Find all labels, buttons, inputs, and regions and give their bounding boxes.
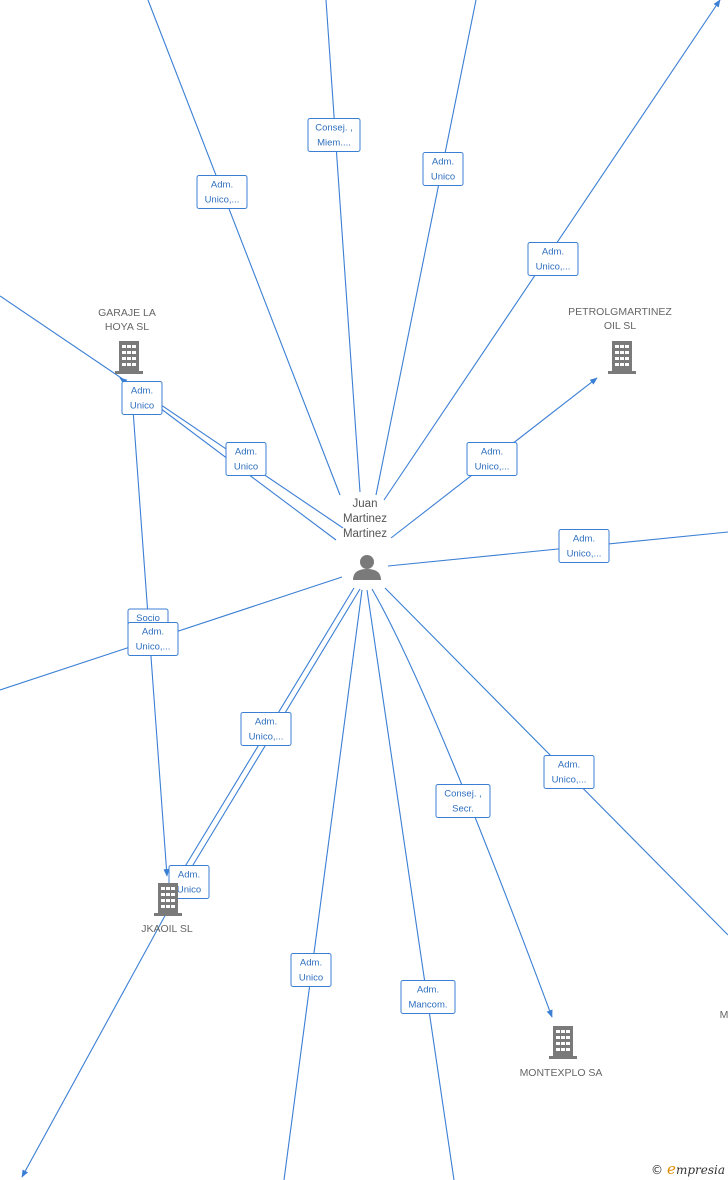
company-name-cut-right[interactable]: M <box>720 1009 728 1021</box>
logo-e: e <box>667 1160 676 1178</box>
edge-label-l10[interactable]: Adm. Unico,... <box>127 622 179 656</box>
edge-label-l16[interactable]: Adm. Mancom. <box>400 980 456 1014</box>
company-name-garaje[interactable]: GARAJE LA <box>98 307 156 319</box>
edge-label-text: Unico,... <box>136 642 171 653</box>
edge-label-l15[interactable]: Adm. Unico <box>290 953 332 987</box>
edge-label-l7[interactable]: Adm. Unico,... <box>466 442 518 476</box>
edge-label-l2[interactable]: Consej. , Miem.... <box>307 118 361 152</box>
edge-label-l3[interactable]: Adm. Unico <box>422 152 464 186</box>
edge-label-text: Adm. <box>131 386 153 397</box>
building-icon[interactable] <box>608 341 636 374</box>
edge-label-text: Unico,... <box>205 195 240 206</box>
edge <box>387 531 728 567</box>
edge-label-text: Unico,... <box>552 775 587 786</box>
building-icon[interactable] <box>154 883 182 916</box>
edge-label-text: Adm. <box>142 627 164 638</box>
edge-label-l1[interactable]: Adm. Unico,... <box>196 175 248 209</box>
edge-label-text: Unico <box>299 973 323 984</box>
company-name-jkaoil[interactable]: JKAOIL SL <box>141 923 193 935</box>
building-icon[interactable] <box>115 341 143 374</box>
edge-label-text: Adm. <box>417 985 439 996</box>
watermark-logo: ©empresia <box>651 1160 725 1178</box>
edge-label-text: Adm. <box>432 157 454 168</box>
edge <box>325 0 361 493</box>
company-name-petrol[interactable]: PETROLGMARTINEZ <box>568 306 672 318</box>
edge-label-text: Miem.... <box>317 138 351 149</box>
edge-label-text: Adm. <box>573 534 595 545</box>
edge-label-text: Unico <box>234 462 258 473</box>
edge-label-text: Unico <box>177 885 201 896</box>
building-icon[interactable] <box>549 1026 577 1059</box>
edge-label-l11[interactable]: Adm. Unico,... <box>240 712 292 746</box>
edge-label-text: Mancom. <box>408 1000 447 1011</box>
edge-label-l4[interactable]: Adm. Unico,... <box>527 242 579 276</box>
edge-label-text: Unico,... <box>249 732 284 743</box>
edge-label-text: Unico,... <box>536 262 571 273</box>
edge-label-text: Socio <box>136 613 160 624</box>
logo-text: mpresia <box>675 1163 725 1177</box>
edge-label-text: Unico <box>431 172 455 183</box>
edge <box>21 869 191 1178</box>
edge-label-text: Adm. <box>178 870 200 881</box>
edge-label-text: Secr. <box>452 804 474 815</box>
edge-label-text: Consej. , <box>315 123 353 134</box>
edge-label-l13[interactable]: Consej. , Secr. <box>435 784 491 818</box>
edge <box>366 589 455 1180</box>
edge-label-l6[interactable]: Adm. Unico <box>225 442 267 476</box>
edge-label-l8[interactable]: Adm. Unico,... <box>558 529 610 563</box>
edge-label-text: Consej. , <box>444 789 482 800</box>
edge-label-text: Adm. <box>300 958 322 969</box>
edge <box>0 295 344 529</box>
edge-labels: Adm.Unico,...Consej. ,Miem....Adm.UnicoA… <box>121 118 610 1014</box>
edge-label-text: Adm. <box>542 247 564 258</box>
edge-label-text: Adm. <box>255 717 277 728</box>
edge-label-text: Adm. <box>235 447 257 458</box>
company-name-garaje[interactable]: HOYA SL <box>105 321 149 333</box>
edge-label-l5[interactable]: Adm. Unico <box>121 381 163 415</box>
edge-label-text: Adm. <box>211 180 233 191</box>
edge-label-l14[interactable]: Adm. Unico <box>168 865 210 899</box>
edge-label-text: Adm. <box>481 447 503 458</box>
edge-label-l12[interactable]: Adm. Unico,... <box>543 755 595 789</box>
edge-label-text: Adm. <box>558 760 580 771</box>
edge-label-text: Unico,... <box>475 462 510 473</box>
edge-label-text: Unico,... <box>567 549 602 560</box>
edge-label-text: Unico <box>130 401 154 412</box>
company-name-montexplo[interactable]: MONTEXPLO SA <box>520 1067 603 1079</box>
person-icon <box>353 555 381 580</box>
edge <box>371 588 553 1018</box>
edge <box>147 0 341 496</box>
edge <box>375 0 477 496</box>
copyright-symbol: © <box>651 1163 664 1177</box>
edge <box>283 589 363 1180</box>
company-name-petrol[interactable]: OIL SL <box>604 320 636 332</box>
